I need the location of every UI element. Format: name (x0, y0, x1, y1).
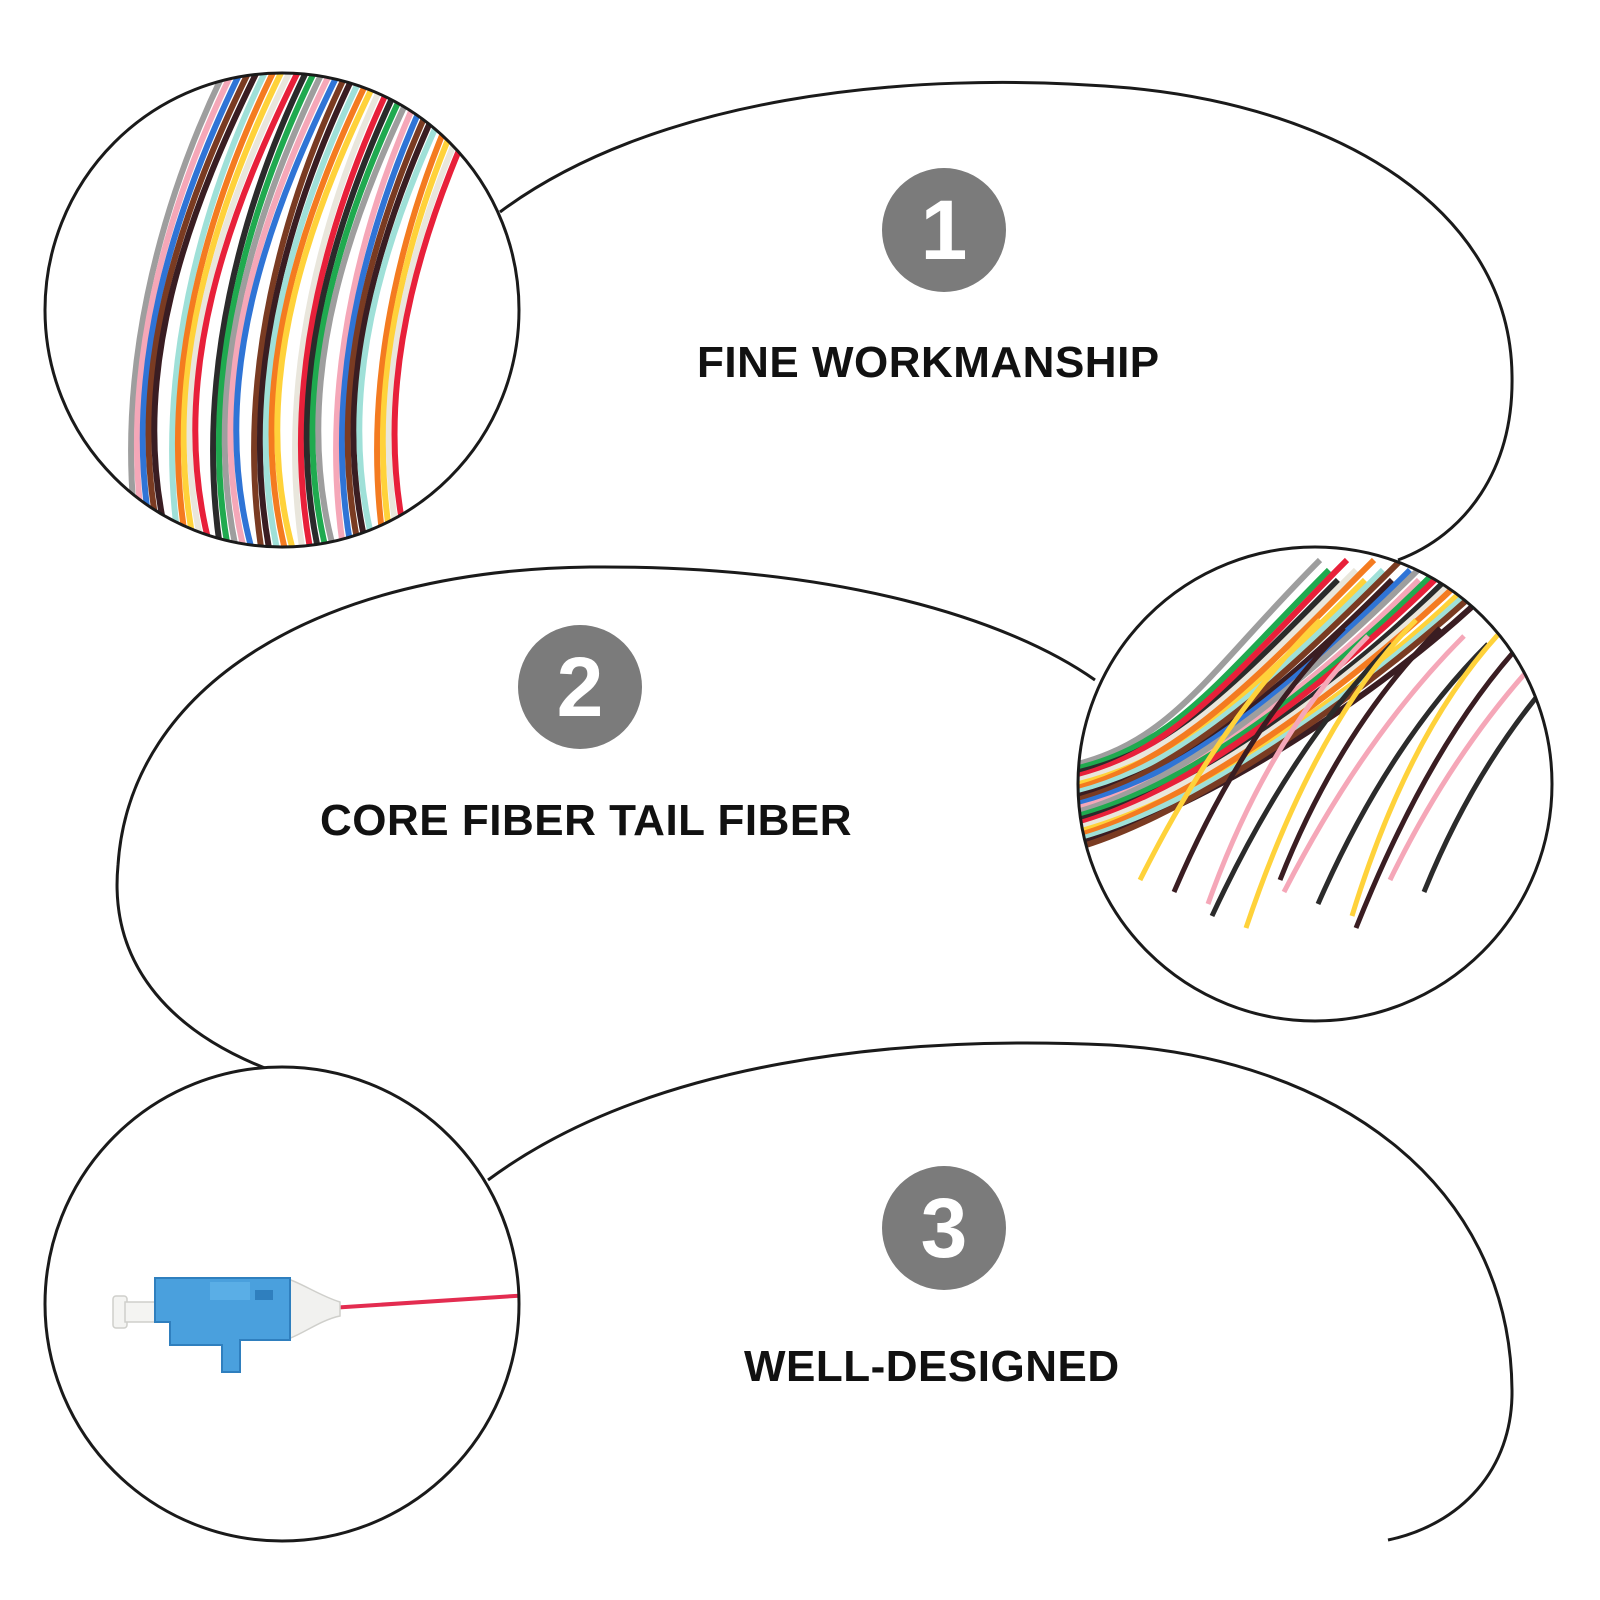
fiber-bundle-vertical-photo (43, 71, 521, 549)
fiber-loose-end (1205, 634, 1370, 905)
fiber-loose-end (1421, 642, 1552, 893)
fiber-strand (174, 73, 282, 547)
fiber-strand (1078, 567, 1494, 849)
fiber-strand (338, 73, 446, 547)
fiber-strand (251, 73, 356, 547)
step-number-badge-3: 3 (882, 1166, 1006, 1290)
fiber-strand (256, 73, 364, 547)
fiber-strand (186, 73, 299, 547)
fiber-loose-end (1209, 642, 1394, 918)
fiber-strand (315, 73, 430, 547)
fiber-strand (133, 73, 241, 547)
feature-label-3: WELL-DESIGNED (744, 1342, 1120, 1391)
oval-outline-3 (487, 1041, 1514, 1542)
fiber-strand (1078, 567, 1359, 789)
fiber-loose-end (1281, 634, 1466, 894)
lc-connector-photo (43, 1065, 521, 1543)
fiber-strand (1078, 557, 1350, 785)
fiber-strand (262, 73, 373, 547)
fiber-strand (297, 73, 405, 547)
fiber-loose-end (1353, 626, 1538, 929)
fiber-loose-end (1137, 618, 1322, 882)
fiber-loose-end (1171, 626, 1346, 893)
fiber-strand (1078, 567, 1332, 777)
fiber-loose-end (1277, 626, 1442, 881)
fiber-strand (1078, 567, 1440, 825)
fiber-strand (1078, 557, 1431, 821)
oval-outline-1 (499, 80, 1514, 562)
fiber-strand (151, 73, 266, 547)
fiber-strand (1078, 567, 1386, 801)
fiber-strand (303, 73, 414, 547)
fiber-strand (1078, 557, 1323, 773)
fiber-loose-end (1243, 618, 1418, 929)
fiber-bundle-fanout-photo (1076, 545, 1554, 1023)
fiber-strand (139, 73, 250, 547)
fiber-strand (274, 73, 389, 547)
fiber-strand (292, 73, 397, 547)
fiber-strand (1078, 557, 1512, 857)
fiber-strand (180, 73, 291, 547)
fiber-strand (169, 73, 274, 547)
fiber-strand (1078, 557, 1485, 845)
fiber-strand (1078, 557, 1404, 809)
fiber-strand (309, 73, 422, 547)
fiber-strand (221, 73, 332, 547)
feature-label-2: CORE FIBER TAIL FIBER (320, 796, 852, 845)
fiber-strand (1078, 557, 1377, 797)
fiber-strand (192, 73, 307, 547)
fiber-strand (227, 73, 340, 547)
fiber-strand (233, 73, 348, 547)
fiber-loose-end (1315, 642, 1490, 906)
fiber-loose-end (1349, 618, 1514, 917)
fiber-strand (268, 73, 381, 547)
step-number-badge-1: 1 (882, 168, 1006, 292)
fiber-strand (215, 73, 323, 547)
feature-label-1: FINE WORKMANSHIP (697, 338, 1160, 387)
step-number-badge-2: 2 (518, 625, 642, 749)
fiber-strand (1078, 557, 1458, 833)
fiber-strand (210, 73, 315, 547)
fiber-strand (145, 73, 258, 547)
oval-outline-2 (115, 565, 1096, 1072)
fiber-strand (333, 73, 438, 547)
fiber-strand (128, 73, 233, 547)
